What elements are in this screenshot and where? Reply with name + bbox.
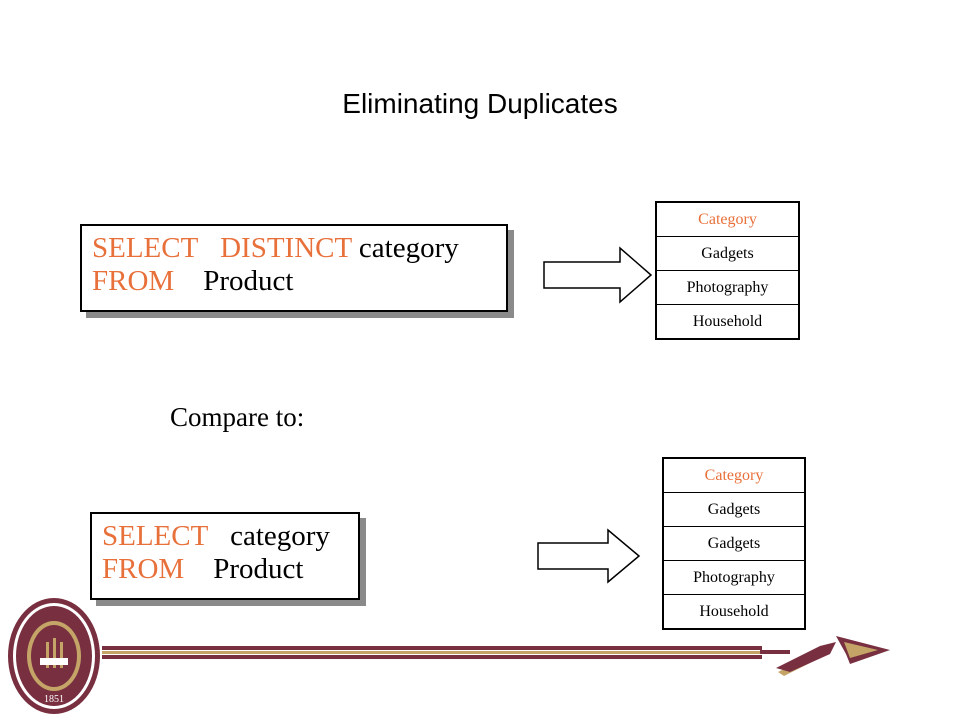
- decorative-stripe: [102, 646, 762, 659]
- university-seal-icon: 1851: [8, 598, 100, 714]
- result-table-distinct: Category Gadgets Photography Household: [655, 201, 800, 340]
- table-name: Product: [203, 265, 294, 297]
- column-name: category: [358, 232, 459, 264]
- query-line-select: SELECT category: [102, 520, 348, 553]
- table-header: Category: [655, 201, 800, 237]
- compare-label: Compare to:: [170, 402, 305, 432]
- from-keyword: FROM: [92, 265, 175, 297]
- plain-query-box: SELECT category FROM Product: [90, 512, 360, 600]
- table-cell: Household: [662, 594, 806, 630]
- table-cell: Photography: [662, 560, 806, 595]
- table-header: Category: [662, 457, 806, 493]
- select-keyword: SELECT: [102, 520, 209, 552]
- spear-icon: [760, 636, 890, 676]
- query-line-select: SELECT DISTINCT category: [92, 232, 496, 265]
- table-cell: Gadgets: [655, 236, 800, 271]
- table-name: Product: [213, 553, 304, 585]
- from-keyword: FROM: [102, 553, 185, 585]
- table-cell: Household: [655, 304, 800, 340]
- table-cell: Photography: [655, 270, 800, 305]
- distinct-keyword: DISTINCT: [220, 232, 352, 264]
- slide-title: Eliminating Duplicates: [342, 88, 618, 119]
- distinct-query-box: SELECT DISTINCT category FROM Product: [80, 224, 508, 312]
- table-cell: Gadgets: [662, 526, 806, 561]
- query-line-from: FROM Product: [102, 553, 348, 586]
- query-line-from: FROM Product: [92, 265, 496, 298]
- result-table-all: Category Gadgets Gadgets Photography Hou…: [662, 457, 806, 630]
- right-arrow-icon: [537, 528, 641, 584]
- column-name: category: [230, 520, 330, 552]
- right-arrow-icon: [543, 246, 653, 304]
- select-keyword: SELECT: [92, 232, 199, 264]
- table-cell: Gadgets: [662, 492, 806, 527]
- seal-year: 1851: [44, 694, 64, 705]
